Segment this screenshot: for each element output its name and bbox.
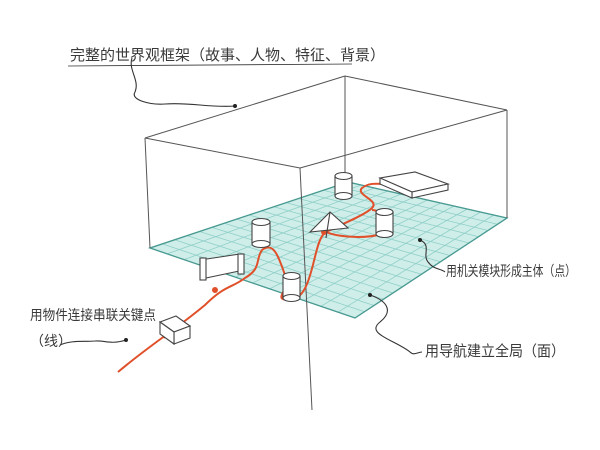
annotation-left-line2: （线）	[30, 334, 72, 350]
gate	[199, 253, 245, 281]
annotation-bottom: 用导航建立全局（面）	[425, 342, 565, 360]
annotation-top-underline	[67, 63, 353, 67]
grid-line	[303, 208, 468, 301]
annotation-right: 用机关模块形成主体（点）	[446, 264, 576, 280]
annotation-left-line1: 用物件连接串联关键点	[30, 307, 156, 324]
leader-dots	[124, 104, 422, 342]
grid-floor	[148, 181, 509, 319]
cylinder-front	[282, 271, 301, 303]
cylinder-back	[334, 171, 353, 201]
grid-line	[320, 211, 481, 307]
cylinder-left	[251, 217, 271, 249]
world-box-front	[144, 109, 508, 411]
grid-line	[286, 205, 455, 296]
grid-line	[201, 190, 388, 266]
cylinder-right	[375, 207, 394, 239]
start-box	[158, 315, 192, 346]
leader-lines	[59, 57, 446, 355]
annotation-top: 完整的世界观框架（故事、人物、特征、背景）	[70, 46, 385, 64]
grid-line	[252, 199, 428, 284]
slab-block	[378, 171, 450, 199]
pyramid	[308, 211, 350, 239]
grid-line	[337, 214, 494, 313]
world-box-back	[144, 75, 508, 186]
grid-line	[218, 193, 402, 272]
